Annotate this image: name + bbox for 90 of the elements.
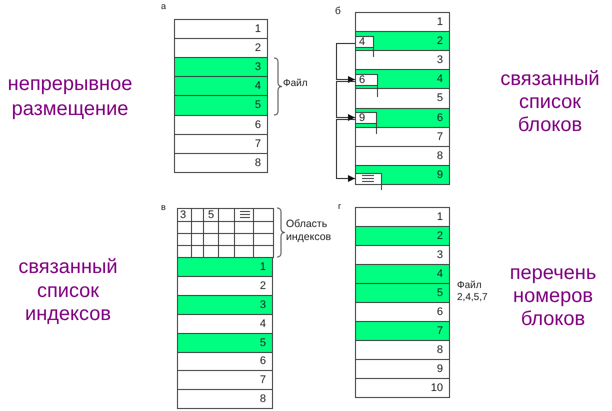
disk-block (177, 276, 273, 296)
panel-letter: в (161, 202, 166, 213)
disk-block (177, 314, 273, 334)
disk-block (174, 19, 268, 39)
block-number: 8 (260, 392, 266, 406)
method-caption: перечень номеров блоков (508, 262, 598, 331)
disk-block (355, 340, 450, 360)
disk-block (355, 264, 450, 284)
block-number: 5 (436, 286, 443, 300)
disk-block (355, 50, 450, 70)
block-number: 6 (254, 118, 261, 132)
block-number: 2 (436, 34, 443, 48)
block-number: 8 (436, 150, 443, 162)
brace-label: Файл (283, 78, 308, 90)
block-number: 5 (436, 92, 443, 105)
disk-block (177, 333, 273, 353)
block-number: 4 (260, 318, 266, 330)
disk-block (355, 146, 450, 166)
block-number: 7 (436, 324, 443, 338)
disk-block (355, 31, 450, 51)
block-number: 6 (436, 306, 443, 318)
index-number: 3 (180, 209, 186, 221)
disk-block (174, 134, 268, 154)
block-number: 4 (254, 80, 261, 92)
block-number: 8 (436, 344, 443, 356)
block-number: 7 (436, 130, 443, 144)
block-number: 9 (436, 168, 443, 182)
disk-block (355, 302, 450, 322)
disk-block (174, 153, 268, 173)
block-number: 2 (436, 230, 443, 242)
block-number: 1 (436, 16, 443, 28)
brace-label: Область индексов (286, 218, 332, 244)
panel-letter: а (161, 1, 166, 12)
disk-block (355, 108, 450, 128)
disk-block (355, 127, 450, 147)
disk-block (177, 352, 273, 371)
block-number: 7 (254, 138, 261, 150)
block-number: 5 (254, 99, 261, 112)
block-number: 7 (260, 374, 266, 386)
disk-block (355, 69, 450, 89)
block-number: 8 (254, 156, 261, 170)
pointer-field: 6 (355, 74, 378, 86)
block-number: 2 (260, 280, 266, 292)
block-number: 3 (436, 248, 443, 262)
disk-block (355, 226, 450, 246)
pointer-field: 9 (355, 112, 377, 124)
disk-block (355, 207, 450, 227)
disk-block (355, 12, 450, 32)
block-number: 2 (254, 42, 261, 54)
method-caption: связанный список индексов (17, 256, 119, 326)
block-number: 1 (254, 22, 261, 36)
disk-block (174, 76, 268, 96)
arrow (336, 119, 356, 182)
file-block-list: Файл 2,4,5,7 (457, 280, 499, 303)
disk-block (174, 95, 268, 116)
disk-block (177, 370, 273, 390)
disk-block (174, 38, 268, 58)
disk-block (177, 257, 273, 277)
block-number: 3 (436, 54, 443, 66)
disk-block (177, 295, 273, 315)
disk-block (355, 88, 450, 109)
block-number: 10 (430, 382, 443, 394)
arrow (336, 43, 356, 83)
panel-letter: б (335, 6, 341, 18)
index-number: 5 (208, 209, 214, 221)
block-number: 6 (260, 355, 266, 368)
method-caption: связанный список блоков (499, 68, 601, 137)
disk-block (174, 115, 268, 135)
block-number: 1 (260, 260, 266, 274)
block-number: 1 (436, 210, 443, 224)
pointer-field: 4 (355, 36, 374, 48)
disk-block (355, 165, 450, 185)
panel-letter: г (338, 201, 342, 212)
block-number: 4 (436, 72, 443, 86)
block-number: 6 (436, 112, 443, 124)
arrow (336, 81, 356, 121)
method-caption: непрерывное размещение (6, 72, 134, 122)
block-number: 3 (254, 60, 261, 74)
block-number: 9 (436, 362, 443, 376)
block-number: 4 (436, 268, 443, 280)
disk-block (355, 359, 450, 379)
disk-block (355, 321, 450, 341)
block-number: 5 (260, 336, 266, 350)
disk-block (177, 389, 273, 409)
disk-block (355, 378, 450, 398)
block-number: 3 (260, 298, 266, 312)
disk-block (355, 283, 450, 303)
pointer-field (355, 173, 382, 185)
disk-block (355, 245, 450, 265)
disk-block (174, 57, 268, 77)
